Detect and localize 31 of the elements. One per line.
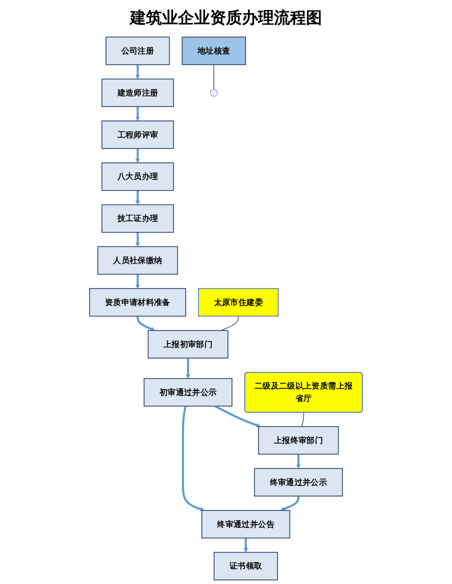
arrow (135, 274, 140, 289)
arrow (135, 148, 140, 164)
connector (220, 316, 239, 331)
connector (302, 412, 304, 427)
node-box: 终审通过并公告 (201, 510, 290, 538)
node-box: 人员社保缴纳 (97, 246, 178, 275)
node-box: 建造师注册 (102, 78, 174, 107)
arrow (182, 406, 205, 512)
node-box: 太原市住建委 (198, 288, 279, 317)
node-box: 上报初审部门 (148, 330, 228, 358)
arrow (296, 454, 301, 469)
node-box: 上报终审部门 (258, 426, 339, 455)
diagram-title: 建筑业企业资质办理流程图 (130, 8, 322, 29)
arrow (244, 538, 248, 553)
node-box: 公司注册 (106, 36, 170, 66)
arrow (135, 64, 140, 80)
node-box: 地址核查 (182, 36, 246, 66)
node-box: 八大员办理 (102, 162, 174, 191)
arrow (135, 190, 140, 205)
node-box: 初审通过并公示 (144, 378, 232, 406)
node-box: 技工证办理 (102, 204, 174, 233)
arrow (280, 496, 300, 511)
node-box: 工程师评审 (102, 120, 174, 149)
node-box: 证书领取 (214, 552, 278, 580)
arrow (135, 232, 140, 247)
arrow (136, 316, 156, 331)
arrow (135, 106, 140, 122)
node-box: 资质申请材料准备 (89, 288, 186, 317)
arrow (214, 405, 261, 428)
arrow (186, 358, 190, 379)
node-box: 终审通过并公示 (254, 468, 343, 496)
